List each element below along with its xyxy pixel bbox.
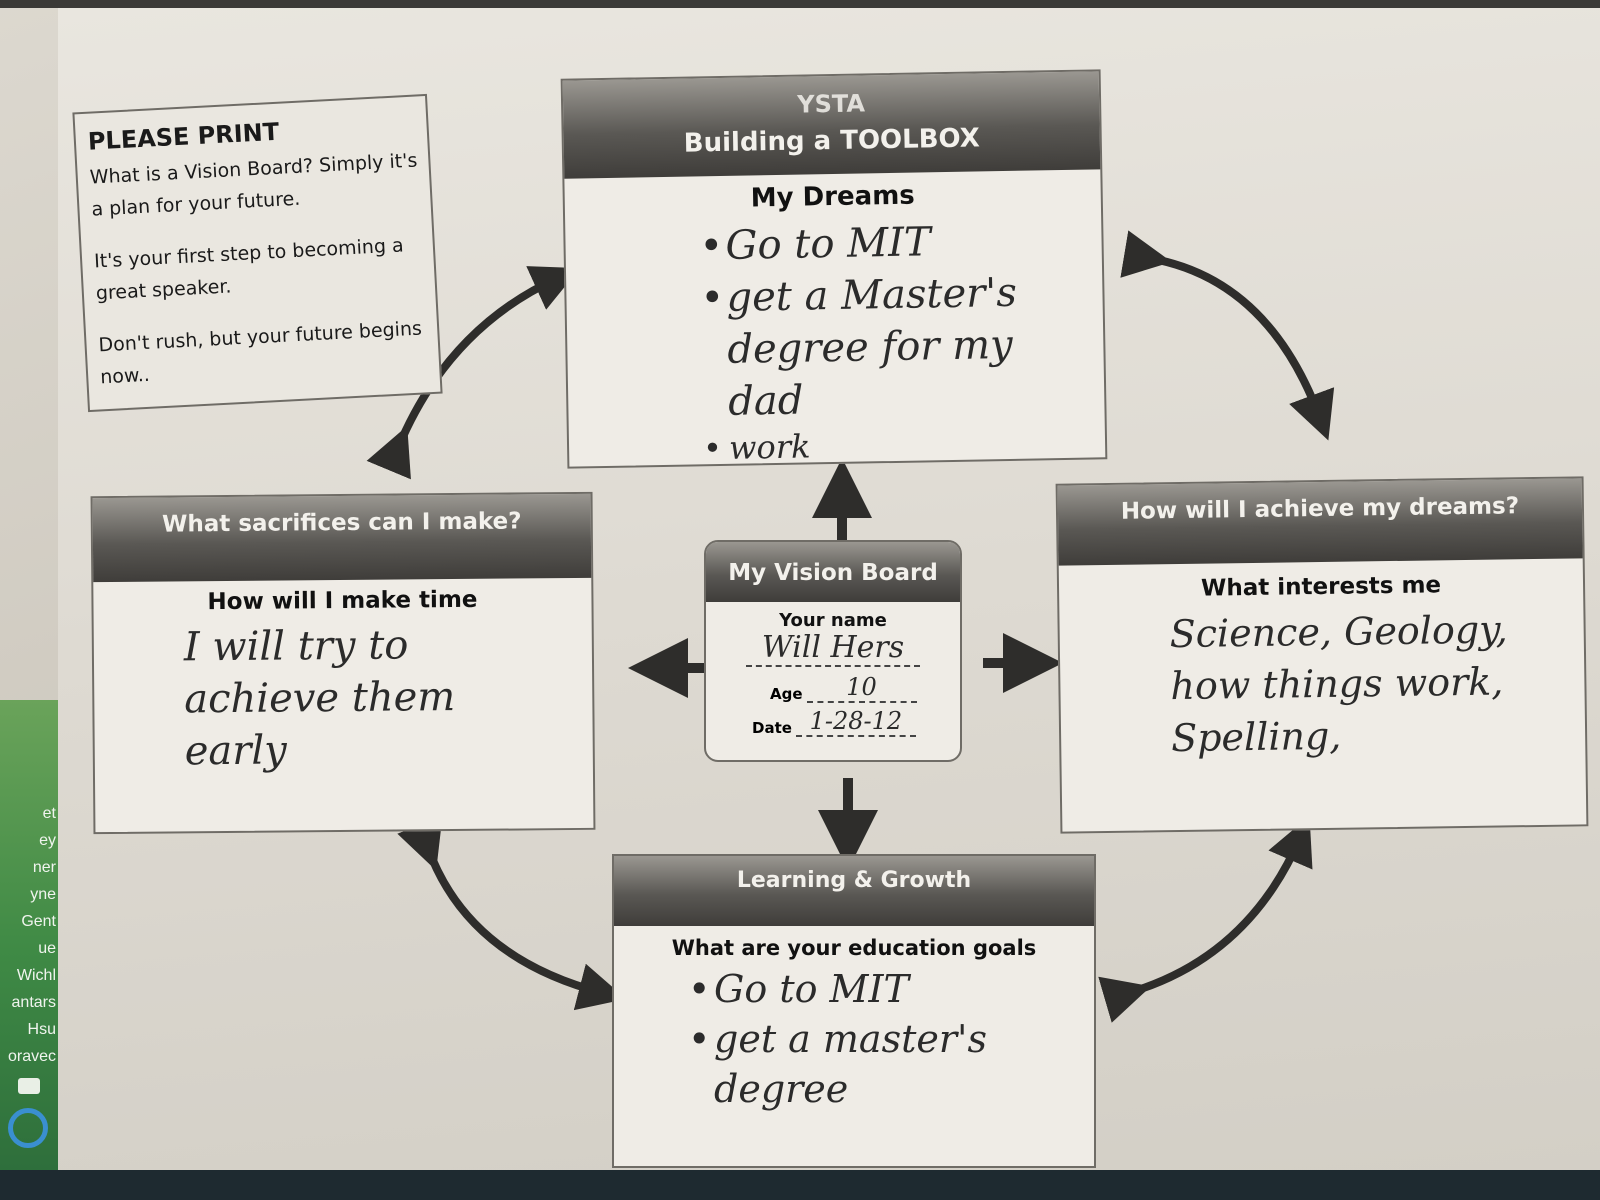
curved-arrow-top-right: [1120, 230, 1335, 441]
date-label: Date: [752, 719, 792, 737]
dream-item-2: get a Master's degree for my dad: [696, 266, 1059, 428]
contact-name[interactable]: ey: [39, 832, 56, 849]
please-print-instructions: PLEASE PRINT What is a Vision Board? Sim…: [72, 93, 443, 413]
contact-name[interactable]: ue: [38, 940, 56, 957]
dreams-subtitle: My Dreams: [750, 180, 916, 214]
vision-board-center-card: My Vision Board Your name Will Hers Age …: [704, 540, 962, 762]
name-value: Will Hers: [746, 631, 920, 667]
achieve-answer: Science, Geology, how things work, Spell…: [1169, 607, 1508, 761]
achieve-header: How will I achieve my dreams?: [1057, 478, 1583, 566]
contact-name[interactable]: Hsu: [27, 1021, 56, 1038]
date-value: 1-28-12: [795, 707, 916, 737]
contact-name[interactable]: oravec: [7, 1048, 56, 1065]
sacrifices-box: What sacrifices can I make? How will I m…: [90, 491, 596, 835]
achieve-dreams-box: How will I achieve my dreams? What inter…: [1055, 476, 1589, 834]
contact-name[interactable]: antars: [11, 994, 56, 1011]
contact-name[interactable]: et: [42, 805, 56, 822]
center-header: My Vision Board: [706, 542, 960, 602]
dreams-header: YSTA Building a TOOLBOX: [562, 71, 1101, 179]
curved-arrow-top-left: [366, 266, 580, 480]
sacrifices-header: What sacrifices can I make?: [92, 493, 592, 583]
curved-arrow-bottom-right: [1098, 815, 1313, 1023]
intro-paragraph-1: What is a Vision Board? Simply it's a pl…: [89, 149, 418, 221]
dream-item-3: work: [699, 421, 1106, 468]
dreams-header-line2: Building a TOOLBOX: [683, 123, 981, 159]
sacrifices-subtitle: How will I make time: [207, 586, 478, 616]
intro-paragraph-3: Don't rush, but your future begins now..: [98, 317, 423, 389]
intro-paragraph-2: It's your first step to becoming a great…: [93, 234, 405, 305]
learning-growth-box: Learning & Growth What are your educatio…: [612, 854, 1096, 1168]
monitor-top-bezel: [0, 0, 1600, 8]
learning-item-1: Go to MIT: [684, 964, 1094, 1014]
sacrifices-answer: I will try to achieve them early: [183, 622, 456, 775]
learning-list: Go to MIT get a master's degree: [684, 964, 1094, 1114]
dreams-header-line1: YSTA: [797, 89, 866, 119]
taskbar-contact-strip: et ey ner yne Gent ue Wichl antars Hsu o…: [0, 700, 58, 1200]
name-label: Your name: [779, 610, 887, 631]
contact-name[interactable]: Gent: [21, 913, 56, 930]
contact-name[interactable]: ner: [32, 859, 56, 876]
learning-item-2: get a master's degree: [684, 1014, 1044, 1114]
contact-name[interactable]: yne: [30, 886, 56, 903]
age-label: Age: [770, 685, 803, 703]
date-row: Date 1-28-12: [752, 707, 960, 737]
learning-subtitle: What are your education goals: [671, 936, 1037, 960]
vision-board-worksheet: PLEASE PRINT What is a Vision Board? Sim…: [58, 8, 1600, 1170]
monitor-bottom-bezel: [0, 1170, 1600, 1200]
learning-header: Learning & Growth: [614, 856, 1094, 926]
dream-item-1: Go to MIT: [695, 213, 1102, 272]
age-value: 10: [806, 673, 917, 703]
contact-name[interactable]: Wichl: [16, 967, 56, 984]
contact-name-list: et ey ner yne Gent ue Wichl antars Hsu o…: [0, 800, 58, 1070]
chat-icon[interactable]: [18, 1078, 40, 1094]
age-row: Age 10: [770, 673, 960, 703]
connector-arrows: [366, 230, 1335, 1023]
my-dreams-box: YSTA Building a TOOLBOX My Dreams Go to …: [560, 69, 1108, 469]
dreams-list: Go to MIT get a Master's degree for my d…: [695, 213, 1105, 468]
internet-explorer-icon[interactable]: [8, 1108, 48, 1148]
curved-arrow-bottom-left: [397, 817, 627, 1011]
achieve-subtitle: What interests me: [1200, 572, 1442, 602]
